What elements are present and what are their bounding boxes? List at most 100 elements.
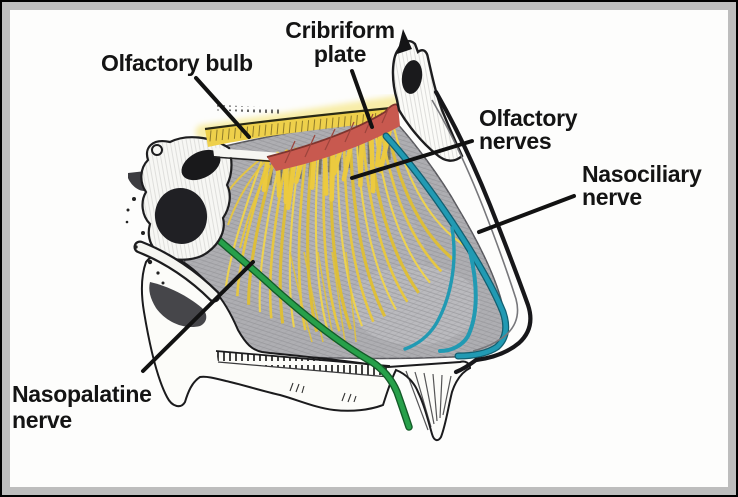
bulb-tick — [349, 115, 352, 127]
olfactory-filament — [306, 145, 319, 332]
leader-olfactory-nerves — [350, 139, 474, 180]
palate-bone — [140, 253, 472, 442]
olfactory-filament-deep — [303, 251, 324, 343]
label-olfactory-nerves: Olfactory nerves — [479, 105, 578, 154]
palate-top-edge — [215, 350, 391, 367]
bulb-tick — [233, 127, 236, 139]
nose-inner-line — [431, 99, 519, 352]
palate-tick-band — [216, 351, 390, 377]
bulb-tick — [325, 118, 328, 130]
bulb-tick — [313, 119, 316, 131]
olfactory-filament-deep — [289, 251, 313, 343]
bulb-tick — [258, 125, 261, 137]
bone-curl — [151, 144, 163, 156]
cribriform-bone-strip — [213, 148, 282, 161]
bone-speckles — [125, 197, 165, 285]
leader-olfactory-bulb — [194, 76, 251, 139]
bone-speckle — [134, 245, 138, 249]
bulb-band — [205, 108, 393, 147]
nasociliary-branch-2 — [403, 226, 456, 351]
leader-cribriform-plate — [350, 69, 374, 129]
olfactory-filament-deep — [331, 251, 346, 343]
leader-lines — [141, 69, 576, 373]
label-nasociliary-line1: Nasociliary — [582, 161, 702, 187]
bulb-tick — [276, 123, 279, 135]
label-nasopalatine-line1: Nasopalatine — [12, 381, 152, 407]
olfactory-filament — [386, 129, 454, 261]
bulb-tick — [221, 129, 224, 141]
cribriform-strip-ticks — [213, 104, 282, 114]
bone-speckle — [126, 208, 130, 212]
sinus-cavity-upper — [181, 149, 221, 181]
cribriform-red-edge — [266, 103, 399, 158]
bone-speckle — [132, 197, 136, 201]
bulb-tick — [307, 120, 310, 132]
bulb-tick — [270, 123, 273, 136]
olfactory-filament — [355, 136, 397, 311]
cribriform-plate-shape — [266, 103, 400, 171]
label-nasociliary-nerve: Nasociliary nerve — [582, 161, 702, 210]
nasociliary-branch-1 — [438, 250, 478, 353]
ethmoid-bones — [125, 136, 233, 328]
bulb-tick — [215, 129, 218, 141]
crista-foramen — [401, 60, 423, 94]
bulb-tick — [288, 121, 291, 134]
incisive-hatch-line — [423, 372, 435, 425]
bone-speckle — [156, 271, 160, 275]
incisive-hatch-line — [439, 374, 443, 419]
bulb-tick — [294, 121, 297, 133]
nasociliary-trunk — [383, 133, 508, 359]
cribriform-hatch — [284, 106, 390, 164]
bulb-tick — [227, 128, 230, 140]
label-olfactory-nerves-line2: nerves — [479, 128, 552, 154]
bulb-tick — [331, 117, 334, 129]
bone-spike — [397, 29, 412, 54]
leader-nasopalatine-nerve — [141, 260, 255, 373]
nasopalatine-core — [193, 217, 412, 430]
leader-nasociliary-nerve — [477, 194, 576, 234]
olfactory-filament — [314, 144, 330, 333]
olfactory-filament — [361, 134, 409, 303]
cribriform-red-band — [267, 104, 400, 171]
sphenoid-band — [135, 242, 219, 301]
incisive-hatch-line — [442, 375, 452, 416]
nasopalatine-nerve — [192, 216, 413, 431]
sphenoid-dark-recess — [149, 282, 207, 328]
bone-speckle — [161, 281, 165, 285]
bone-speckle — [141, 231, 145, 235]
bulb-tick — [337, 116, 340, 128]
bulb-tick — [282, 122, 285, 134]
nasociliary-nerve-shape — [382, 132, 510, 360]
bone-speckle — [125, 220, 129, 224]
sinus-cavity-lower — [154, 188, 208, 244]
incisive-hatch-line — [432, 373, 438, 422]
olfactory-root — [368, 130, 376, 194]
label-cribriform-line1: Cribriform — [285, 17, 395, 43]
nose-outer-line — [433, 89, 533, 375]
label-cribriform-plate: Cribriform plate — [272, 18, 408, 66]
label-nasociliary-line2: nerve — [582, 184, 642, 210]
label-cribriform-line2: plate — [313, 41, 367, 67]
bulb-tick — [319, 118, 322, 130]
olfactory-filament-deep — [345, 251, 357, 343]
olfactory-filament — [247, 153, 277, 305]
crista-galli-bone — [391, 29, 464, 162]
olfactory-filament — [348, 137, 387, 317]
bulb-tick — [355, 114, 358, 127]
olfactory-filament — [278, 149, 296, 324]
bulb-tick — [252, 125, 255, 137]
label-olfactory-nerves-line1: Olfactory — [479, 105, 578, 131]
palate-outline — [140, 253, 472, 442]
olfactory-filament — [236, 155, 271, 297]
bone-speckle — [147, 259, 153, 265]
olfactory-filament-left — [239, 164, 271, 249]
label-nasopalatine-line2: nerve — [12, 407, 72, 433]
bulb-tick — [343, 116, 346, 128]
bulb-tick — [301, 120, 303, 132]
incisive-hatch-line — [414, 371, 432, 428]
bulb-tick — [209, 130, 212, 142]
bulb-tick — [264, 124, 267, 136]
